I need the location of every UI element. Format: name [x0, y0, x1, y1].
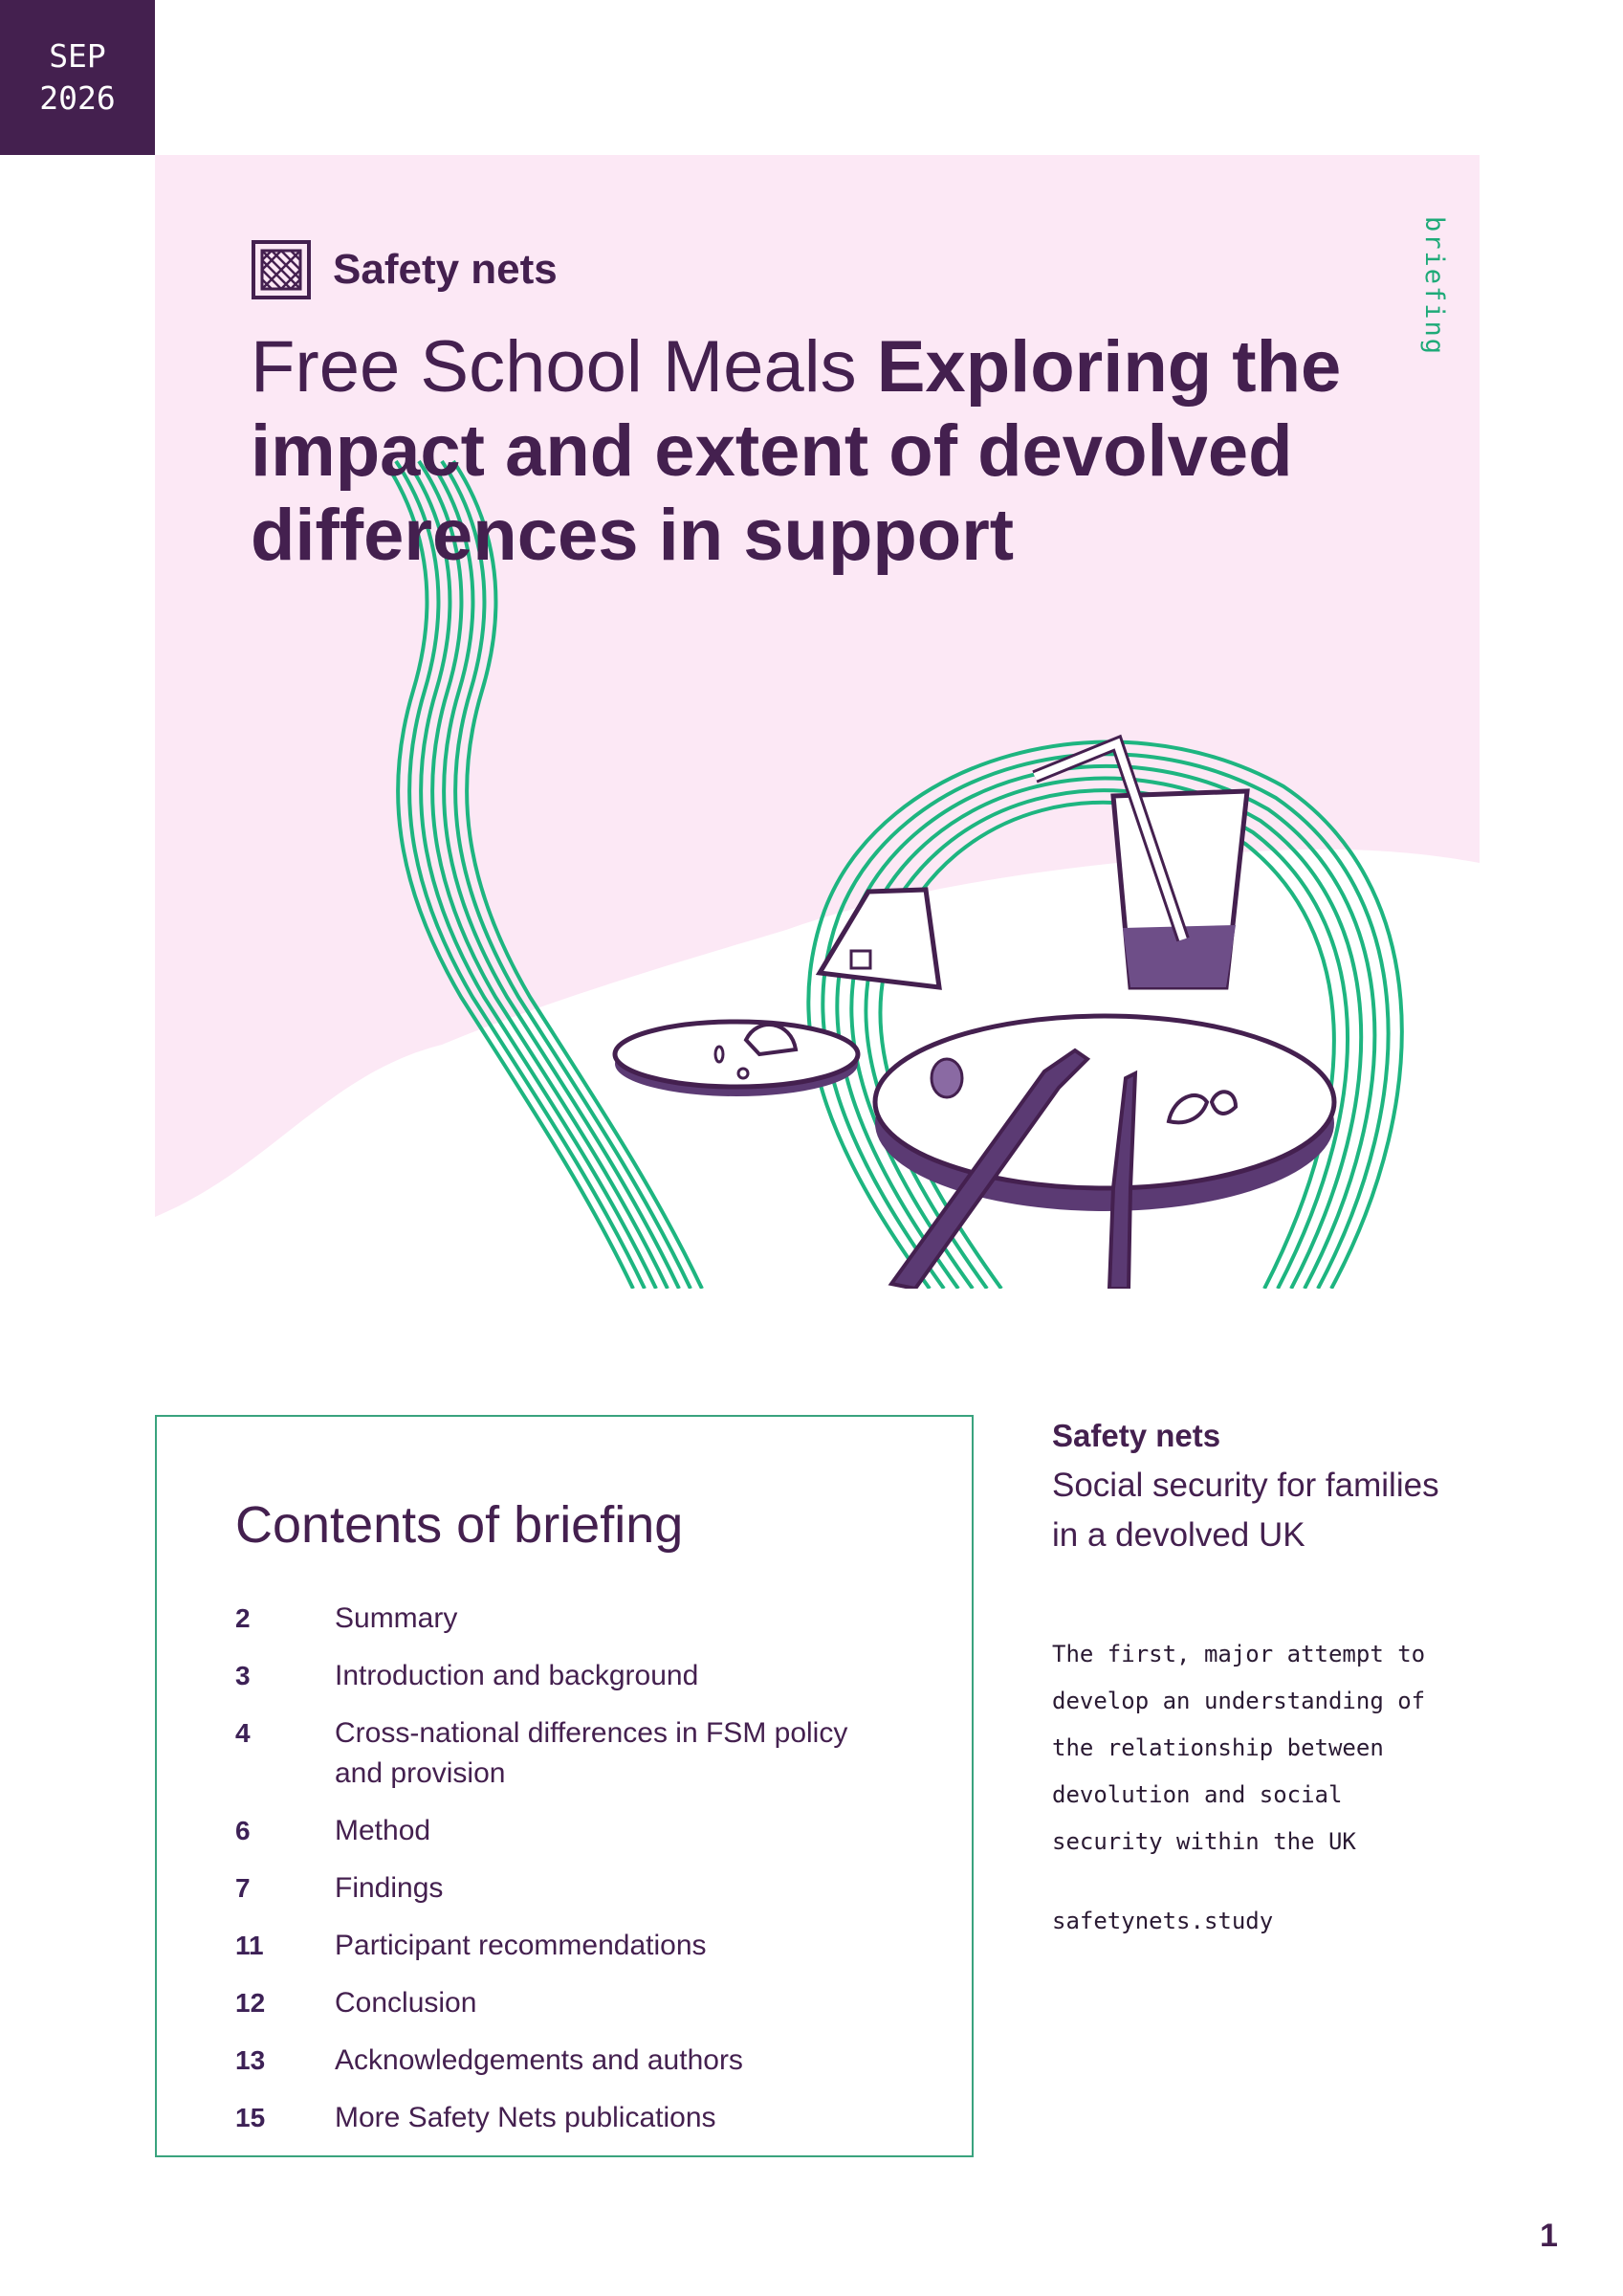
project-aside: Safety nets Social security for families… [1052, 1411, 1492, 1934]
aside-subtitle-line1: Social security for families [1052, 1467, 1439, 1504]
toc-item[interactable]: 11 Participant recommendations [235, 1926, 905, 1966]
aside-description-line: devolution and social [1052, 1781, 1343, 1808]
toc-item[interactable]: 4 Cross-national differences in FSM poli… [235, 1713, 905, 1794]
toc-page-number: 13 [235, 2045, 266, 2075]
toc-label: Method [335, 1815, 431, 1846]
toc-label: More Safety Nets publications [335, 2102, 716, 2133]
toc-item[interactable]: 3 Introduction and background [235, 1656, 905, 1696]
plate-large-icon [872, 1013, 1337, 1211]
date-month: SEP [49, 37, 106, 75]
contents-heading: Contents of briefing [235, 1496, 684, 1554]
knife-icon [1107, 1070, 1138, 1289]
hero-banner: Safety nets Free School Meals Exploring … [155, 155, 1480, 1289]
aside-description-line: security within the UK [1052, 1828, 1356, 1855]
document-type-tag: briefing [1419, 216, 1449, 357]
website-link[interactable]: safetynets.study [1052, 1908, 1274, 1934]
aside-description-line: the relationship between [1052, 1734, 1384, 1761]
toc-page-number: 6 [235, 1816, 251, 1845]
toc-label: Summary [335, 1602, 458, 1634]
toc-label: Conclusion [335, 1987, 477, 2019]
toc-label: Cross-national differences in FSM policy… [335, 1717, 848, 1789]
toc-page-number: 15 [235, 2103, 266, 2132]
page-title: Free School Meals Exploring the impact a… [251, 325, 1350, 578]
aside-subtitle-line2: in a devolved UK [1052, 1516, 1305, 1554]
toc-page-number: 2 [235, 1603, 251, 1633]
aside-description-line: develop an understanding of [1052, 1688, 1426, 1714]
toc-page-number: 7 [235, 1873, 251, 1903]
safety-net-logo-icon [252, 240, 311, 299]
toc-label: Participant recommendations [335, 1930, 707, 1961]
toc-item[interactable]: 7 Findings [235, 1868, 905, 1909]
title-light: Free School Meals [251, 326, 877, 408]
toc-item[interactable]: 12 Conclusion [235, 1983, 905, 2023]
toc-item[interactable]: 6 Method [235, 1811, 905, 1851]
glass-with-straw-icon [1032, 734, 1250, 990]
toc-item[interactable]: 2 Summary [235, 1599, 905, 1639]
contents-panel: Contents of briefing 2 Summary 3 Introdu… [155, 1415, 974, 2157]
fork-icon [888, 1048, 1091, 1289]
date-tab: SEP 2026 [0, 0, 155, 155]
hero-illustration [155, 459, 1480, 1289]
brand: Safety nets [251, 239, 558, 300]
date-year: 2026 [39, 79, 116, 117]
aside-description: The first, major attempt to develop an u… [1052, 1631, 1492, 1866]
title-bold: Exploring the impact and extent of devol… [251, 326, 1342, 576]
aside-description-line: The first, major attempt to [1052, 1641, 1426, 1667]
milk-carton-icon [815, 887, 942, 990]
plate-icon [612, 1019, 861, 1096]
page-number: 1 [1540, 2218, 1558, 2254]
toc-page-number: 11 [235, 1931, 264, 1960]
toc-list: 2 Summary 3 Introduction and background … [235, 1599, 905, 2155]
aside-title: Safety nets [1052, 1418, 1221, 1453]
toc-page-number: 4 [235, 1718, 251, 1748]
toc-item[interactable]: 13 Acknowledgements and authors [235, 2041, 905, 2081]
toc-page-number: 12 [235, 1988, 266, 2018]
ribbon-lines [383, 459, 704, 1289]
toc-label: Introduction and background [335, 1660, 699, 1691]
brand-name: Safety nets [333, 246, 558, 293]
toc-item[interactable]: 15 More Safety Nets publications [235, 2098, 905, 2138]
toc-label: Findings [335, 1872, 444, 1904]
toc-page-number: 3 [235, 1661, 251, 1690]
toc-label: Acknowledgements and authors [335, 2044, 743, 2076]
